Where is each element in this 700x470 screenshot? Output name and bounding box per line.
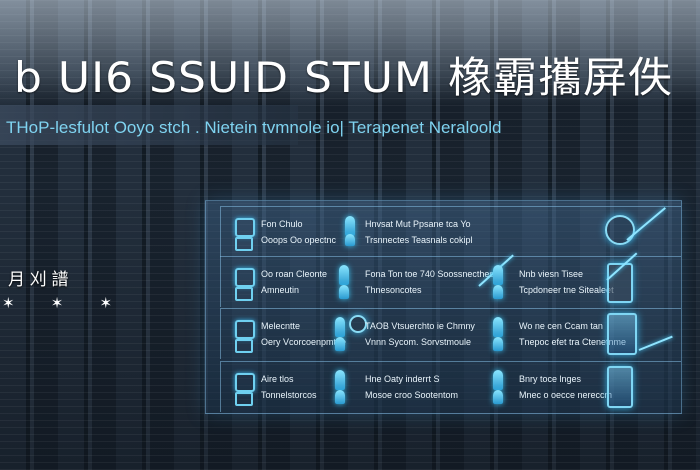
panel-row[interactable]: Aire tlos Tonnelstorcos Hne Oaty inderrt… <box>220 361 681 412</box>
magnifier-icon <box>605 215 635 245</box>
row-detail: Hnvsat Mut Ppsane tca Yo <box>365 219 471 229</box>
monitor-icon <box>235 268 255 287</box>
location-pin-icon <box>493 370 503 390</box>
row-extra: Bnry toce lnges <box>519 374 582 384</box>
page-title: b UI6 SSUID STUM 橡霸攜屏佚 <box>14 54 673 103</box>
location-pin-icon <box>493 317 503 337</box>
row-detail: Fona Ton toe 740 Soossnecthes <box>365 269 494 279</box>
device-icon <box>235 339 253 353</box>
row-detail-sub: Mosoe croo Sootentom <box>365 390 459 400</box>
location-pin-icon <box>339 285 349 299</box>
connector-line <box>638 335 673 351</box>
row-caption: Amneutin <box>261 285 300 295</box>
location-pin-icon <box>493 390 503 404</box>
tablet-icon <box>607 313 637 355</box>
panel-row[interactable]: Melecntte Oery Vcorcoenpmtoe TAOB Vtsuer… <box>220 308 681 359</box>
location-pin-icon <box>335 317 345 337</box>
info-panel: Fon Chulo Ooops Oo opectnc Hnvsat Mut Pp… <box>205 200 682 414</box>
row-title: Fon Chulo <box>261 219 303 229</box>
row-caption: Ooops Oo opectnc <box>261 235 337 245</box>
location-pin-icon <box>493 337 503 351</box>
device-icon <box>235 287 253 301</box>
row-extra-sub: Tnepoc efet tra Ctenetnme <box>519 337 627 347</box>
phone-icon <box>607 366 633 408</box>
device-icon <box>235 237 253 251</box>
row-extra-sub: Mnec o oecce nereccm <box>519 390 613 400</box>
row-caption: Oery Vcorcoenpmtoe <box>261 337 347 347</box>
header-glow <box>0 0 700 105</box>
monitor-icon <box>235 373 255 392</box>
row-title: Aire tlos <box>261 374 294 384</box>
row-detail: Hne Oaty inderrt S <box>365 374 440 384</box>
chip-icon <box>349 315 367 333</box>
location-pin-icon <box>335 337 345 351</box>
page-subtitle: THoP-lesfulot Ooyo stch . Nietein tvmnol… <box>6 118 502 137</box>
row-extra: Wo ne cen Ccam tan <box>519 321 603 331</box>
location-pin-icon <box>335 390 345 404</box>
device-icon <box>235 392 253 406</box>
location-pin-icon <box>339 265 349 285</box>
side-label: 月 刈 譜 <box>8 270 69 289</box>
row-title: Melecntte <box>261 321 301 331</box>
subtitle-bar <box>0 105 298 145</box>
row-extra: Nnb viesn Tisee <box>519 269 584 279</box>
location-pin-icon <box>493 285 503 299</box>
row-caption: Tonnelstorcos <box>261 390 317 400</box>
star-icons: ✶ ✶ ✶ <box>2 295 129 312</box>
location-pin-icon <box>345 234 355 246</box>
location-pin-icon <box>335 370 345 390</box>
monitor-icon <box>235 218 255 237</box>
monitor-icon <box>235 320 255 339</box>
panel-row[interactable]: Oo roan Cleonte Amneutin Fona Ton toe 74… <box>220 252 681 307</box>
location-pin-icon <box>493 265 503 285</box>
row-detail-sub: Trsnnectes Teasnals cokipl <box>365 235 473 245</box>
panel-row[interactable]: Fon Chulo Ooops Oo opectnc Hnvsat Mut Pp… <box>220 206 681 257</box>
row-detail: TAOB Vtsuerchto ie Chmny <box>365 321 475 331</box>
row-detail-sub: Vnnn Sycom. Sorvstmoule <box>365 337 472 347</box>
row-extra-sub: Tcpdoneer tne Sitealeet <box>519 285 614 295</box>
phone-icon <box>607 263 633 303</box>
location-pin-icon <box>345 216 355 236</box>
row-detail-sub: Thnesoncotes <box>365 285 422 295</box>
row-title: Oo roan Cleonte <box>261 269 328 279</box>
